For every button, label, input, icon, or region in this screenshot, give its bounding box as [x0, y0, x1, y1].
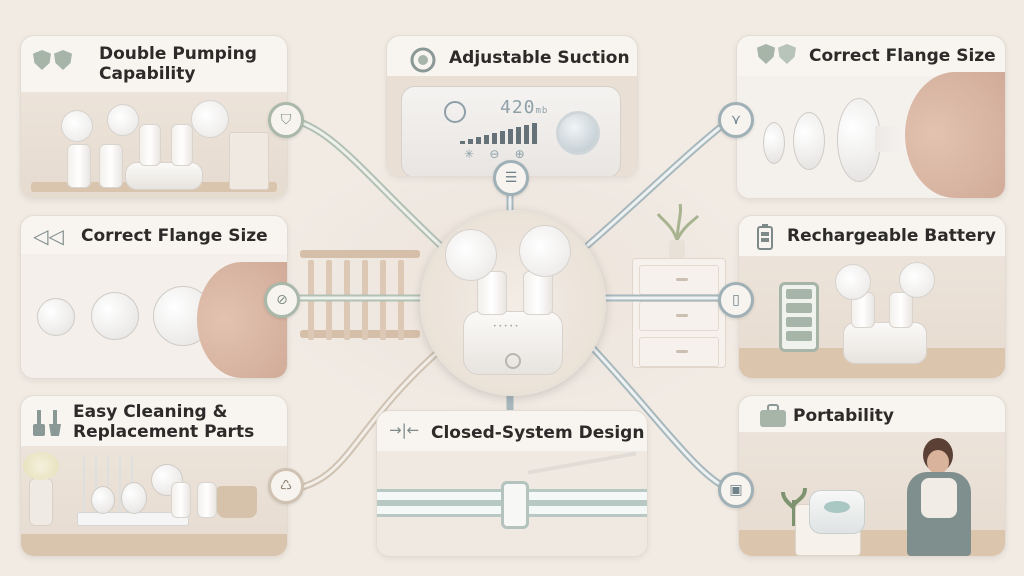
- feature-title: Portability: [793, 406, 894, 426]
- node-portability: ▣: [718, 472, 754, 508]
- sliders-icon: ☰: [504, 170, 518, 186]
- feature-card-flange-size-left: ◁◁ Correct Flange Size: [20, 215, 288, 379]
- feature-title: Closed-System Design: [431, 423, 645, 443]
- portable-pump-device: [809, 490, 865, 534]
- portable-use-photo: [739, 432, 1005, 556]
- bag-icon: ▣: [729, 482, 743, 498]
- feature-card-adjustable-suction: Adjustable Suction 420mb ✳ ⊖ ⊕: [386, 35, 638, 177]
- brush-icon: ♺: [279, 478, 293, 494]
- node-flange-size-left: ⊘: [264, 282, 300, 318]
- feature-card-portability: Portability: [738, 395, 1006, 557]
- plant-illustration: [652, 200, 702, 260]
- double-pump-photo: [21, 92, 287, 198]
- sound-wave-icon: ◁◁: [33, 224, 64, 248]
- feature-title-line1: Double Pumping: [99, 44, 257, 64]
- battery-icon: ▯: [732, 292, 740, 308]
- flange-sizes-photo: [21, 254, 287, 378]
- feature-card-rechargeable-battery: Rechargeable Battery: [738, 215, 1006, 379]
- woman-figure: [899, 438, 979, 556]
- feature-title-line1: Easy Cleaning &: [73, 402, 228, 422]
- feature-card-double-pumping: Double Pumping Capability: [20, 35, 288, 199]
- flange-sizes-photo: [737, 72, 1005, 198]
- feature-title: Correct Flange Size: [81, 226, 268, 246]
- bag-icon: [759, 404, 787, 428]
- feature-card-flange-size-top: Correct Flange Size: [736, 35, 1006, 199]
- flange-icon: ⋎: [730, 112, 742, 128]
- tubing-photo: [377, 451, 647, 556]
- battery-pump-photo: [739, 256, 1005, 378]
- arrows-inward-icon: →|←: [389, 421, 420, 439]
- feature-card-closed-system: →|← Closed-System Design: [376, 410, 648, 557]
- feature-title-line2: Capability: [99, 64, 196, 84]
- battery-icon: [757, 224, 773, 250]
- suction-level-bars: [460, 123, 537, 144]
- suction-dial-icon: [409, 46, 437, 74]
- flange-icon: ⊘: [276, 292, 288, 308]
- feature-title: Correct Flange Size: [809, 46, 996, 66]
- feature-title: Adjustable Suction: [449, 48, 630, 68]
- node-double-pumping: ⛉: [268, 102, 304, 138]
- center-pump-product: • • • • •: [420, 210, 606, 396]
- suction-knob: [556, 111, 600, 155]
- suction-display-value: 420: [500, 97, 536, 118]
- node-adjustable-suction: ☰: [493, 160, 529, 196]
- double-shield-icon: ⛉: [280, 112, 292, 128]
- node-easy-cleaning: ♺: [268, 468, 304, 504]
- suction-display-unit: mb: [535, 106, 549, 116]
- double-shield-icon: [33, 50, 72, 70]
- feature-title-line2: Replacement Parts: [73, 422, 255, 442]
- battery-level-graphic: [779, 282, 819, 352]
- cleaning-parts-photo: [21, 446, 287, 556]
- node-flange-size-top: ⋎: [718, 102, 754, 138]
- feature-card-easy-cleaning: Easy Cleaning & Replacement Parts: [20, 395, 288, 557]
- brush-icon: [33, 408, 67, 438]
- double-shield-icon: [757, 44, 796, 64]
- node-rechargeable-battery: ▯: [718, 282, 754, 318]
- feature-title: Rechargeable Battery: [787, 226, 996, 246]
